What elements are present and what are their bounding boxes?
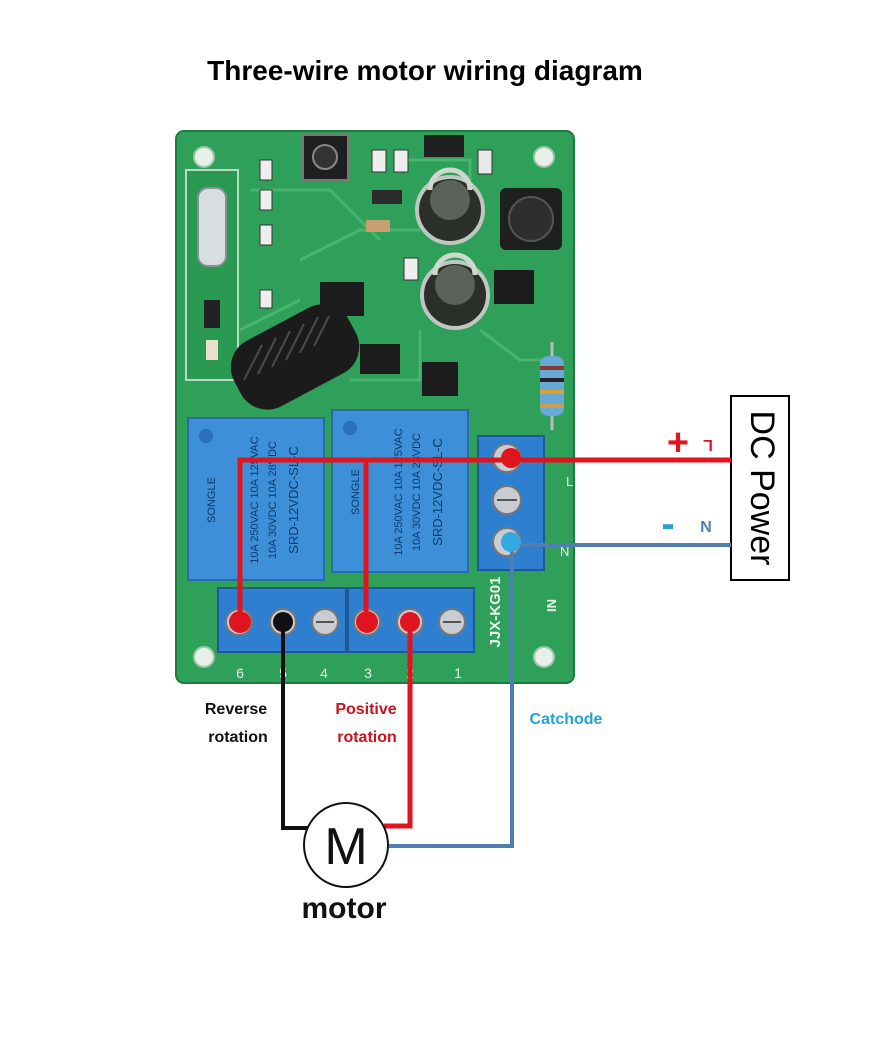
wires bbox=[237, 457, 731, 848]
motor-symbol-circle bbox=[303, 802, 389, 888]
relay-1: SONGLE 10A 250VAC 10A 125VAC 10A 30VDC 1… bbox=[187, 417, 325, 581]
connection-dot-negative bbox=[501, 532, 521, 552]
cathode-label: Catchode bbox=[530, 711, 603, 728]
mounting-hole bbox=[193, 646, 215, 668]
terminal-mark-l: L bbox=[566, 474, 573, 489]
terminal-number: 3 bbox=[364, 665, 372, 681]
motor: M bbox=[303, 802, 389, 888]
smd-components bbox=[259, 135, 493, 309]
relay-spec-line: 10A 30VDC 10A 28VDC bbox=[411, 433, 423, 551]
connection-dot-positive bbox=[501, 448, 521, 468]
input-label: IN bbox=[544, 599, 559, 612]
ic-chip bbox=[360, 344, 400, 374]
mounting-hole bbox=[193, 146, 215, 168]
plus-sign: + bbox=[667, 422, 689, 464]
relay-spec-line: 10A 30VDC 10A 28VDC bbox=[267, 441, 279, 559]
capacitor bbox=[415, 167, 485, 245]
crystal bbox=[197, 187, 227, 267]
terminal-mark-n: N bbox=[560, 544, 569, 559]
relay-spec-line: 10A 250VAC 10A 125VAC bbox=[393, 428, 405, 555]
relay-model: SRD-12VDC-SL-C bbox=[430, 438, 445, 546]
motor-label: motor bbox=[302, 892, 387, 925]
positive-wire bbox=[237, 457, 731, 622]
relay-board: SONGLE 10A 250VAC 10A 125VAC 10A 30VDC 1… bbox=[175, 130, 575, 684]
module-label: JJX-KG01 bbox=[487, 577, 504, 648]
terminal-number: 1 bbox=[454, 665, 462, 681]
relay-model: SRD-12VDC-SL-C bbox=[286, 446, 301, 554]
terminal-number: 4 bbox=[320, 665, 328, 681]
connection-dot-terminal-3 bbox=[356, 611, 378, 633]
ic-chip bbox=[320, 282, 364, 316]
reverse-rotation-label-line2: rotation bbox=[208, 729, 268, 746]
positive-rotation-wire bbox=[384, 622, 413, 829]
resistor bbox=[540, 342, 564, 430]
l-mark: L bbox=[703, 436, 713, 453]
ic-chip bbox=[422, 362, 458, 396]
negative-wire bbox=[388, 543, 731, 848]
diagram-title: Three-wire motor wiring diagram bbox=[207, 55, 643, 86]
positive-rotation-label-line1: Positive bbox=[335, 701, 396, 718]
terminal-number: 6 bbox=[236, 665, 244, 681]
connection-dot-terminal-2 bbox=[400, 612, 420, 632]
reverse-rotation-wire bbox=[281, 622, 310, 830]
dc-power-label: DC Power bbox=[743, 411, 781, 566]
dc-power-source: DC Power bbox=[730, 395, 790, 581]
dc-power-box bbox=[730, 395, 790, 581]
relay-spec-line: 10A 250VAC 10A 125VAC bbox=[249, 436, 261, 563]
minus-sign: - bbox=[661, 502, 674, 546]
connection-dot-terminal-6 bbox=[229, 611, 251, 633]
positive-rotation-label-line2: rotation bbox=[337, 729, 397, 746]
n-mark: N bbox=[700, 517, 712, 534]
mounting-hole bbox=[533, 646, 555, 668]
capacitor bbox=[420, 252, 490, 330]
motor-symbol: M bbox=[324, 818, 367, 876]
ic-chip bbox=[494, 270, 534, 304]
relay-brand: SONGLE bbox=[350, 469, 362, 515]
mounting-hole bbox=[533, 146, 555, 168]
antenna-coil bbox=[230, 304, 360, 410]
relay-2: SONGLE 10A 250VAC 10A 125VAC 10A 30VDC 1… bbox=[331, 409, 469, 573]
reverse-rotation-label-line1: Reverse bbox=[205, 701, 267, 718]
relay-brand: SONGLE bbox=[206, 477, 218, 523]
connection-dot-terminal-5 bbox=[273, 612, 293, 632]
